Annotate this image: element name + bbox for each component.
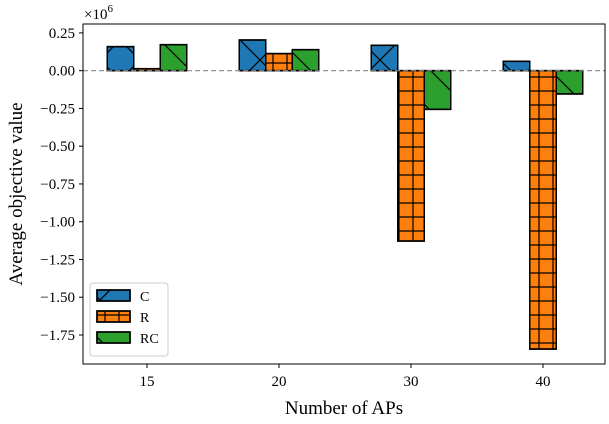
- bar-hatch-RC-20: [291, 48, 320, 72]
- x-tick-label: 40: [536, 374, 551, 390]
- x-tick-label: 30: [404, 374, 419, 390]
- bar-hatch-C-40: [502, 60, 531, 72]
- bar-hatch-R-30: [397, 69, 425, 242]
- y-scale-label: ×106: [84, 3, 113, 23]
- y-tick-label: −0.75: [40, 177, 75, 193]
- bar-hatch-R-20: [265, 52, 293, 72]
- x-tick-label: 20: [272, 374, 287, 390]
- legend-label-C: C: [140, 290, 149, 305]
- y-tick-label: 0.00: [49, 64, 75, 80]
- legend: CR RC: [89, 282, 169, 357]
- bar-hatch-R-40: [529, 69, 557, 350]
- legend-hatch-R: [96, 310, 131, 323]
- bar-hatch-RC-40: [555, 69, 584, 95]
- legend-hatch-C: [96, 289, 131, 302]
- y-tick-label: −1.25: [40, 252, 75, 268]
- y-tick-label: −1.00: [40, 215, 75, 231]
- x-tick-label: 15: [140, 374, 155, 390]
- bar-hatch-RC-30: [423, 69, 452, 111]
- y-tick-label: 0.25: [49, 26, 75, 42]
- y-axis-label: Average objective value: [6, 102, 27, 285]
- y-tick-label: −1.50: [40, 290, 75, 306]
- bar-hatch-C-30: [370, 44, 399, 72]
- legend-label-R: R: [140, 311, 150, 326]
- y-tick-label: −0.50: [40, 139, 75, 155]
- y-tick-label: −0.25: [40, 101, 75, 117]
- bar-hatch-C-15: [106, 45, 135, 72]
- x-axis-label: Number of APs: [285, 398, 403, 419]
- bar-hatch-C-20: [238, 39, 267, 72]
- bar-hatch-RC-15: [159, 43, 188, 72]
- y-tick-label: −1.75: [40, 328, 75, 344]
- legend-label-RC: RC: [140, 332, 159, 347]
- axes-frame: [82, 23, 606, 365]
- legend-hatch-RC: [96, 331, 131, 344]
